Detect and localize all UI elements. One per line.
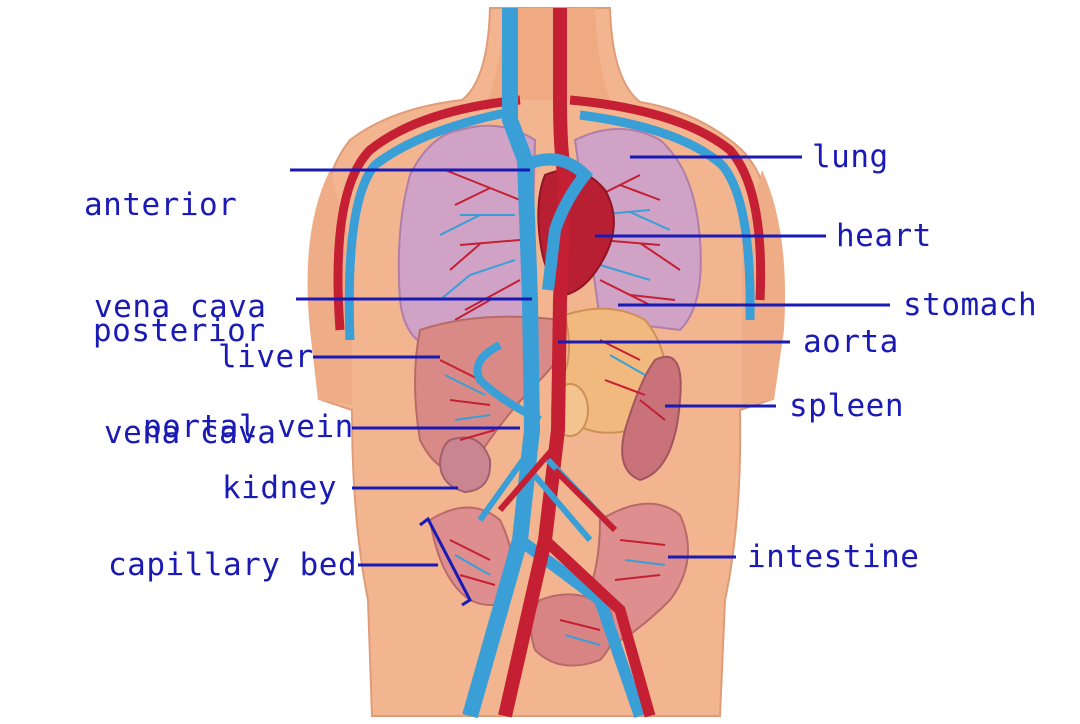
portal-vein-vessel (473, 341, 542, 424)
aorta-right-leg (541, 535, 656, 718)
right-lung (573, 128, 702, 332)
label-lung: lung (812, 139, 889, 175)
neck-shadow (488, 8, 610, 100)
spleen-organ (621, 355, 682, 482)
label-anterior-vena-cava-line2: vena cava (94, 289, 267, 325)
label-kidney: kidney (222, 470, 337, 506)
label-portal-vein: portal vein (143, 409, 354, 445)
right-arm-vein (579, 110, 755, 321)
label-capillary-bed: capillary bed (108, 547, 358, 583)
label-stomach: stomach (903, 287, 1038, 323)
left-arm-vein (344, 107, 511, 341)
abdominal-capillaries (439, 339, 666, 646)
label-posterior-vena-cava-line2: vena cava (104, 415, 277, 451)
label-spleen: spleen (789, 388, 904, 424)
capillary-bed-bracket (419, 516, 472, 607)
left-arm-artery (333, 95, 521, 331)
label-aorta: aorta (803, 324, 899, 360)
label-anterior-vena-cava-line1: anterior (84, 187, 238, 223)
label-liver: liver (218, 339, 314, 375)
label-anterior-vena-cava: anterior vena cava (82, 120, 266, 392)
kidney-organ (438, 436, 492, 494)
label-posterior-vena-cava-line1: posterior (93, 313, 266, 349)
leader-lines (290, 155, 890, 607)
label-posterior-vena-cava: posterior vena cava (93, 246, 276, 518)
label-heart: heart (836, 218, 932, 254)
heart-vein (522, 153, 594, 291)
label-intestine: intestine (747, 539, 920, 575)
lower-artery-branches (497, 448, 618, 533)
